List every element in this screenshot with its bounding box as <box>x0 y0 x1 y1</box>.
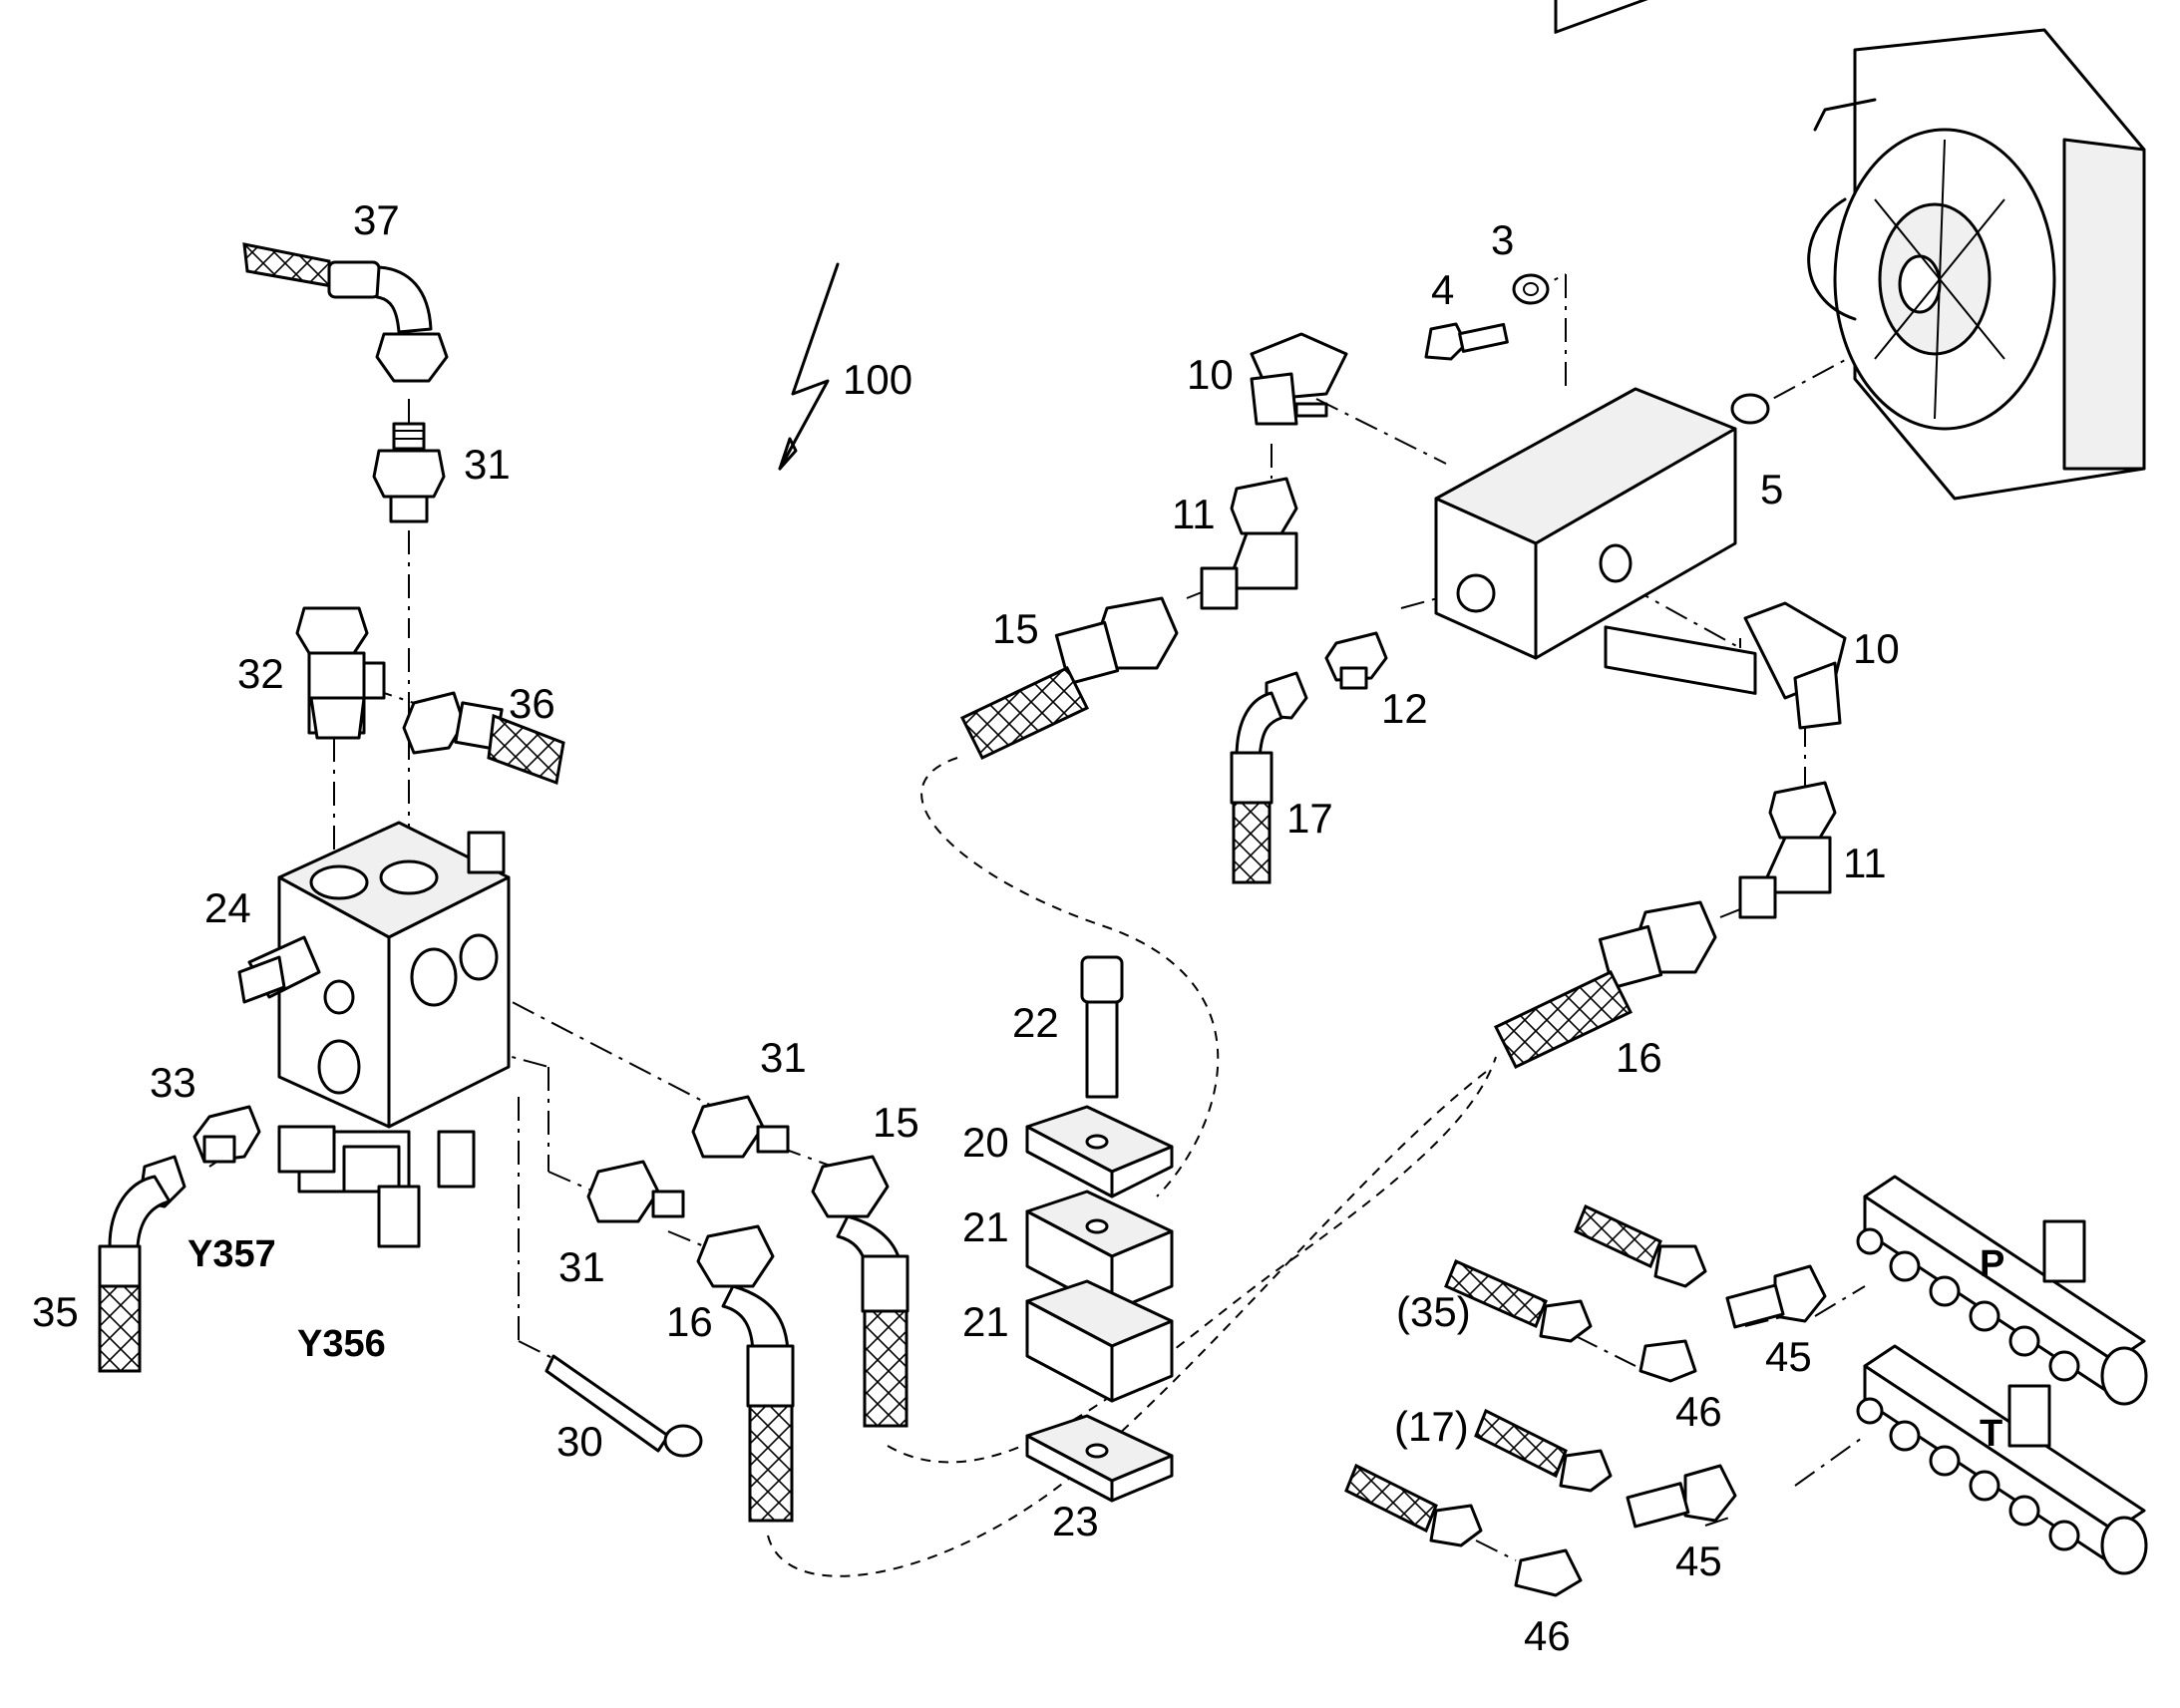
manifold-T <box>1856 1344 2148 1575</box>
callout-30: 30 <box>556 1418 603 1465</box>
callout-T: T <box>1980 1413 2002 1455</box>
hose-36 <box>402 691 565 786</box>
hose-lower-short <box>1344 1463 1483 1547</box>
callout-37: 37 <box>353 196 400 243</box>
bolt-30 <box>545 1354 703 1458</box>
callout-15-mid: 15 <box>873 1099 919 1146</box>
callout-36: 36 <box>509 680 555 727</box>
callout-32: 32 <box>237 650 284 697</box>
oil-cooler-fan <box>1807 28 2146 501</box>
manifold-P <box>1856 1175 2148 1406</box>
callout-21-a: 21 <box>962 1203 1009 1250</box>
elbow-11-left <box>1200 477 1298 610</box>
fitting-33 <box>192 1105 261 1164</box>
fitting-45-top <box>1725 1264 1827 1329</box>
leader-lines <box>208 273 1876 1577</box>
callout-23: 23 <box>1052 1498 1099 1544</box>
callout-33: 33 <box>150 1059 196 1106</box>
callout-21-b: 21 <box>962 1298 1009 1345</box>
callout-4: 4 <box>1431 266 1454 313</box>
gear-pump-5 <box>1434 0 1770 695</box>
callout-31-right: 31 <box>760 1034 807 1081</box>
callout-24: 24 <box>204 884 251 931</box>
callout-35-paren: (35) <box>1396 1288 1471 1335</box>
fitting-46-bottom <box>1514 1548 1583 1597</box>
callout-31-mid: 31 <box>558 1243 605 1290</box>
hose-15-mid <box>811 1155 909 1428</box>
bolt-4 <box>1424 322 1509 361</box>
flange-10-right <box>1743 601 1847 730</box>
elbow-11-right <box>1738 781 1837 919</box>
callout-17: 17 <box>1286 795 1333 842</box>
callout-100: 100 <box>843 356 912 403</box>
callout-5: 5 <box>1760 466 1783 512</box>
callout-11-left: 11 <box>1172 491 1216 537</box>
callout-17-paren: (17) <box>1394 1403 1469 1450</box>
callout-22: 22 <box>1012 999 1059 1046</box>
callout-12: 12 <box>1381 685 1428 732</box>
callout-46-bot: 46 <box>1524 1612 1571 1659</box>
hose-37 <box>242 242 449 383</box>
washer-3 <box>1512 273 1550 305</box>
callout-Y356: Y356 <box>297 1323 386 1365</box>
callout-16-right: 16 <box>1616 1034 1662 1081</box>
callout-35: 35 <box>32 1288 79 1335</box>
hose-upper-short <box>1574 1203 1707 1288</box>
fitting-12 <box>1324 631 1388 690</box>
callout-46-top: 46 <box>1675 1388 1722 1435</box>
callout-3: 3 <box>1491 216 1514 263</box>
fitting-45-bottom <box>1626 1464 1737 1529</box>
tee-fitting-32 <box>295 606 386 740</box>
callout-45-top: 45 <box>1765 1333 1812 1380</box>
fitting-31-top <box>372 422 446 523</box>
fitting-31-right <box>691 1095 790 1159</box>
plate-23 <box>1025 1414 1174 1503</box>
callout-10-left: 10 <box>1187 351 1234 398</box>
hose-16-right <box>1493 900 1717 1069</box>
lightning-marker <box>778 262 840 471</box>
valve-block-24 <box>237 821 511 1248</box>
callout-labels: 37 31 100 32 36 24 33 35 Y357 Y356 30 31… <box>32 196 2004 1659</box>
fitting-46-top <box>1638 1339 1697 1383</box>
callout-31-top: 31 <box>464 441 511 488</box>
callout-Y357: Y357 <box>187 1233 276 1275</box>
callout-P: P <box>1980 1243 2004 1285</box>
flange-10-left <box>1250 332 1348 426</box>
callout-20: 20 <box>962 1119 1009 1166</box>
fitting-31-mid <box>586 1160 685 1223</box>
hose-16-mid <box>696 1224 795 1523</box>
hose-15-top <box>959 596 1179 760</box>
callout-16-mid: 16 <box>666 1298 713 1345</box>
clamp-21-lower <box>1025 1279 1174 1403</box>
hose-35 <box>98 1155 186 1373</box>
hose-35-paren <box>1444 1258 1593 1343</box>
callout-10-right: 10 <box>1853 625 1900 672</box>
screw-22 <box>1080 955 1124 1099</box>
plate-20 <box>1025 1105 1174 1198</box>
hose-17-paren <box>1474 1408 1613 1493</box>
callout-45-bot: 45 <box>1675 1537 1722 1584</box>
hose-17 <box>1230 671 1308 884</box>
callout-15-top: 15 <box>992 605 1039 652</box>
callout-11-right: 11 <box>1843 840 1887 886</box>
